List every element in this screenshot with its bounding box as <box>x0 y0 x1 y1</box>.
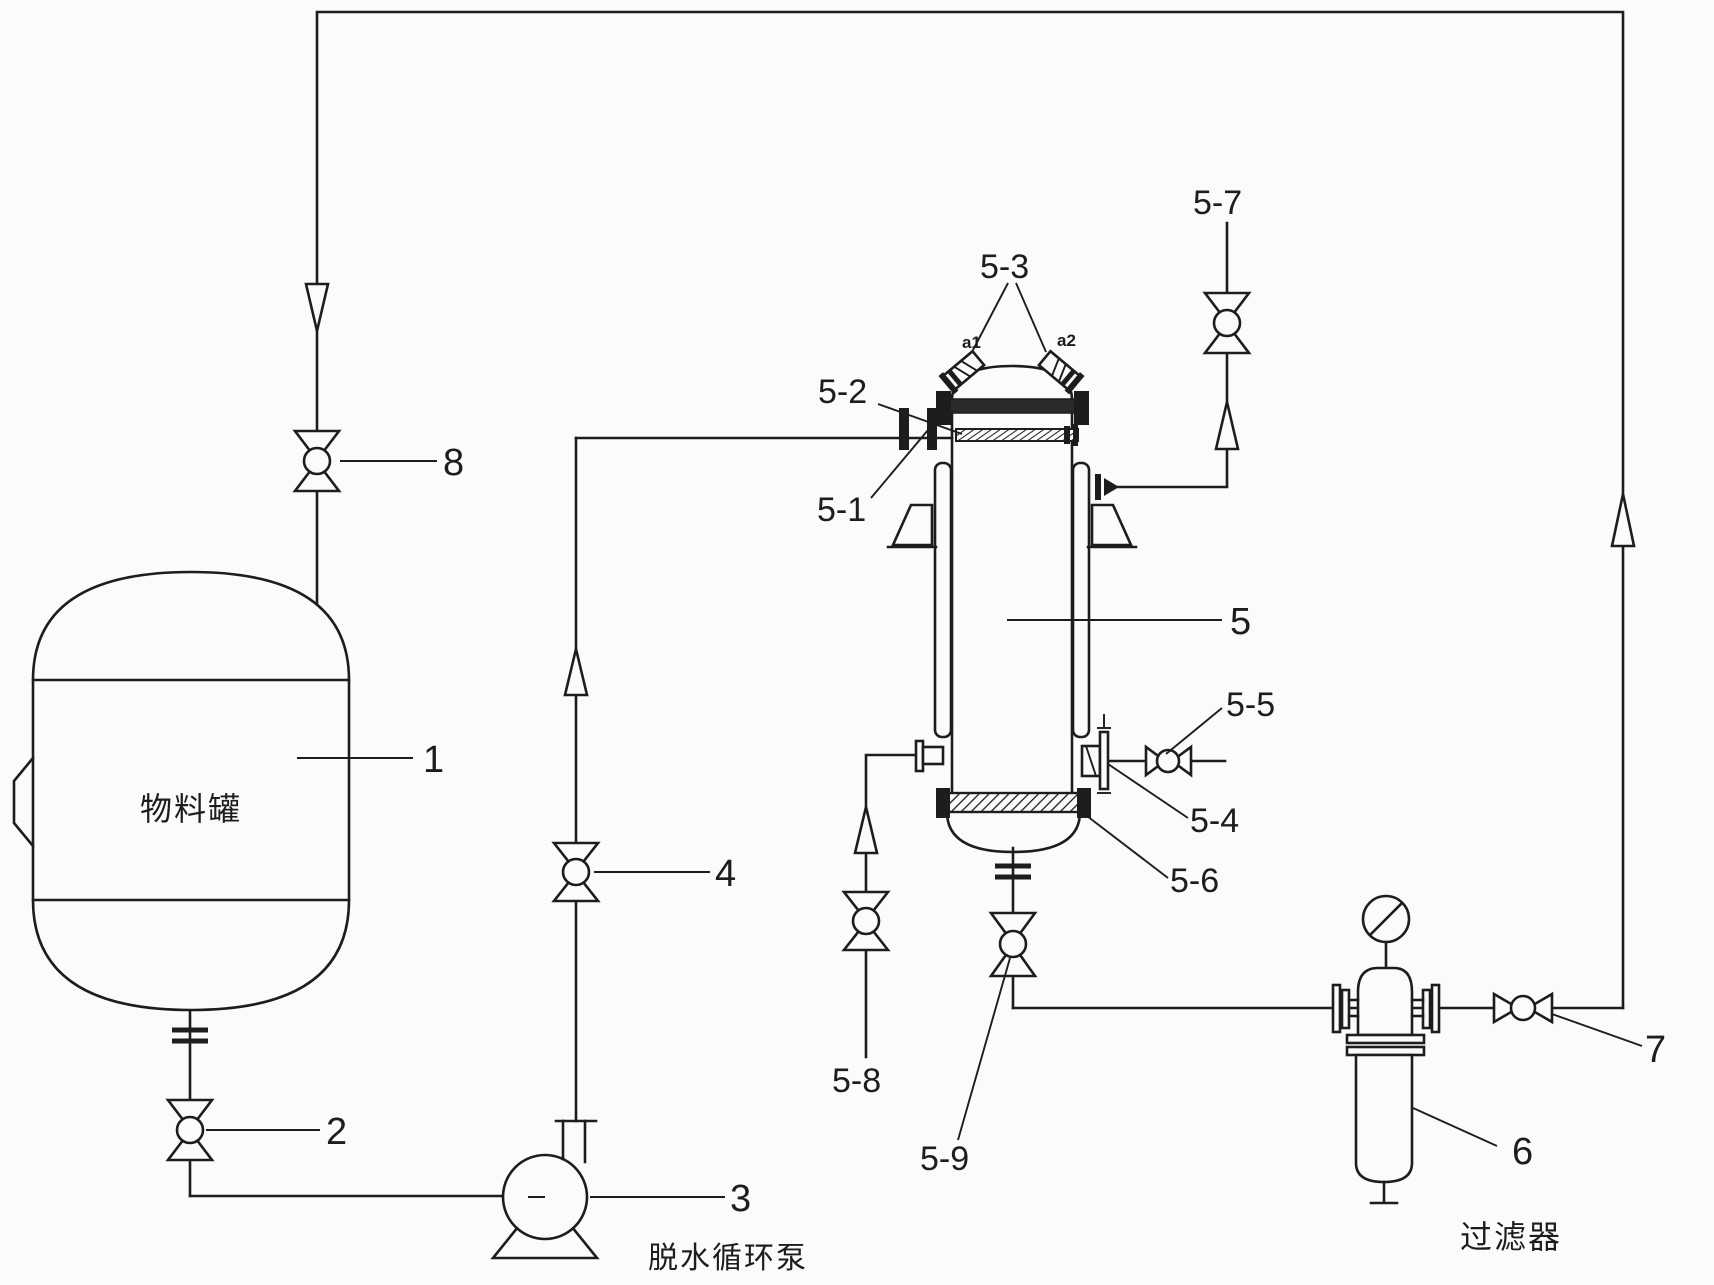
valve-8-icon <box>292 429 342 493</box>
pipe-vent <box>1110 221 1229 489</box>
filter <box>1331 894 1441 1205</box>
label-5-3: 5-3 <box>980 248 1029 286</box>
filter-bowl <box>1354 1053 1414 1184</box>
pipe-return-loop <box>315 10 1625 1010</box>
leader-5-3b <box>1015 282 1047 353</box>
filter-name: 过滤器 <box>1460 1219 1562 1255</box>
label-5-9: 5-9 <box>920 1140 969 1178</box>
leader-5-4 <box>1107 763 1189 819</box>
label-a2: a2 <box>1057 331 1076 350</box>
leader-5-1 <box>870 429 929 499</box>
label-pump: 3 <box>730 1178 751 1220</box>
label-valve-4: 4 <box>715 853 736 895</box>
label-5-7: 5-7 <box>1193 184 1242 222</box>
spray-pipe-bolt <box>1073 424 1078 446</box>
filter-clamp <box>1345 1033 1426 1045</box>
leader-5-2 <box>877 403 963 435</box>
label-valve-2: 2 <box>326 1111 347 1153</box>
label-valve-7: 7 <box>1645 1029 1666 1071</box>
spray-pipe-bolt <box>1064 426 1070 444</box>
label-tank: 1 <box>423 739 444 781</box>
union-fitting <box>172 1027 208 1044</box>
flange-tab <box>936 391 951 425</box>
arrow-up-icon <box>1214 401 1240 451</box>
vessel-nozzle-a2 <box>1037 349 1085 395</box>
label-a1: a1 <box>962 333 981 352</box>
valve-4-icon <box>551 841 601 903</box>
screen-tab <box>1077 788 1091 818</box>
union-fitting <box>995 863 1031 880</box>
arrow-up-icon <box>563 648 589 697</box>
arrow-up-icon <box>1610 493 1636 548</box>
label-filter: 6 <box>1512 1131 1533 1173</box>
leader-5-5 <box>1165 707 1223 755</box>
filter-flange-left <box>1340 988 1351 1030</box>
support-screen <box>945 791 1082 814</box>
filter-flange-right <box>1421 988 1432 1030</box>
dehydration-vessel <box>886 349 1138 854</box>
side-nozzle-5-4 <box>1080 714 1111 794</box>
valve-5-5-icon <box>1144 744 1193 778</box>
valve-5-8-icon <box>841 890 891 952</box>
label-vessel: 5 <box>1230 601 1251 643</box>
label-5-5: 5-5 <box>1226 686 1275 724</box>
leader-7 <box>1551 1013 1643 1047</box>
flow-arrows <box>304 282 1636 855</box>
valve-5-7-icon <box>1202 291 1252 355</box>
support-bracket-left <box>890 503 934 547</box>
flange-tab <box>1074 391 1089 425</box>
arrow-down-icon <box>304 282 330 332</box>
valve-2-icon <box>165 1098 215 1162</box>
tank-name: 物料罐 <box>140 791 242 827</box>
gauge-needle <box>1369 902 1403 936</box>
inlet-flange-bar <box>927 408 937 450</box>
filter-head <box>1356 966 1414 1037</box>
valve-7-icon <box>1492 991 1554 1025</box>
leader-5-9 <box>957 957 1011 1141</box>
support-bracket-right <box>1090 503 1134 547</box>
label-5-2: 5-2 <box>818 373 867 411</box>
material-tank <box>12 570 351 1012</box>
label-5-1: 5-1 <box>817 491 866 529</box>
text-labels: 8 1 物料罐 2 3 脱水循环泵 4 5 5-1 5-2 5-3 a1 a2 … <box>140 184 1666 1275</box>
vessel-nozzle-a1 <box>938 349 986 395</box>
pipe-unions <box>172 863 1031 1044</box>
vessel-top-flange <box>942 398 1083 414</box>
leader-lines <box>206 282 1643 1198</box>
label-valve-8: 8 <box>443 442 464 484</box>
leader-5-6 <box>1086 815 1169 879</box>
filter-flange-left <box>1331 983 1342 1034</box>
pipe-drain <box>864 753 932 1059</box>
drain-nozzle <box>914 739 945 773</box>
inlet-flange-bar <box>899 408 909 450</box>
leader-5-3a <box>972 282 1009 351</box>
label-5-6: 5-6 <box>1170 862 1219 900</box>
tank-manway <box>12 756 35 848</box>
arrow-up-icon <box>853 806 879 855</box>
valves <box>165 291 1554 1162</box>
spray-pipe <box>955 428 1079 442</box>
jacket-left <box>933 461 953 739</box>
circulation-pump <box>490 1119 600 1260</box>
pump-name: 脱水循环泵 <box>648 1242 808 1275</box>
jacket-right <box>1071 461 1091 739</box>
label-5-8: 5-8 <box>832 1062 881 1100</box>
valve-5-9-icon <box>988 911 1038 978</box>
vessel-bottom-dome <box>945 810 1082 854</box>
leader-6 <box>1412 1107 1498 1147</box>
vent-nozzle <box>1095 474 1119 500</box>
screen-tab <box>936 788 950 818</box>
label-5-4: 5-4 <box>1190 802 1239 840</box>
filter-flange-right <box>1430 983 1441 1034</box>
